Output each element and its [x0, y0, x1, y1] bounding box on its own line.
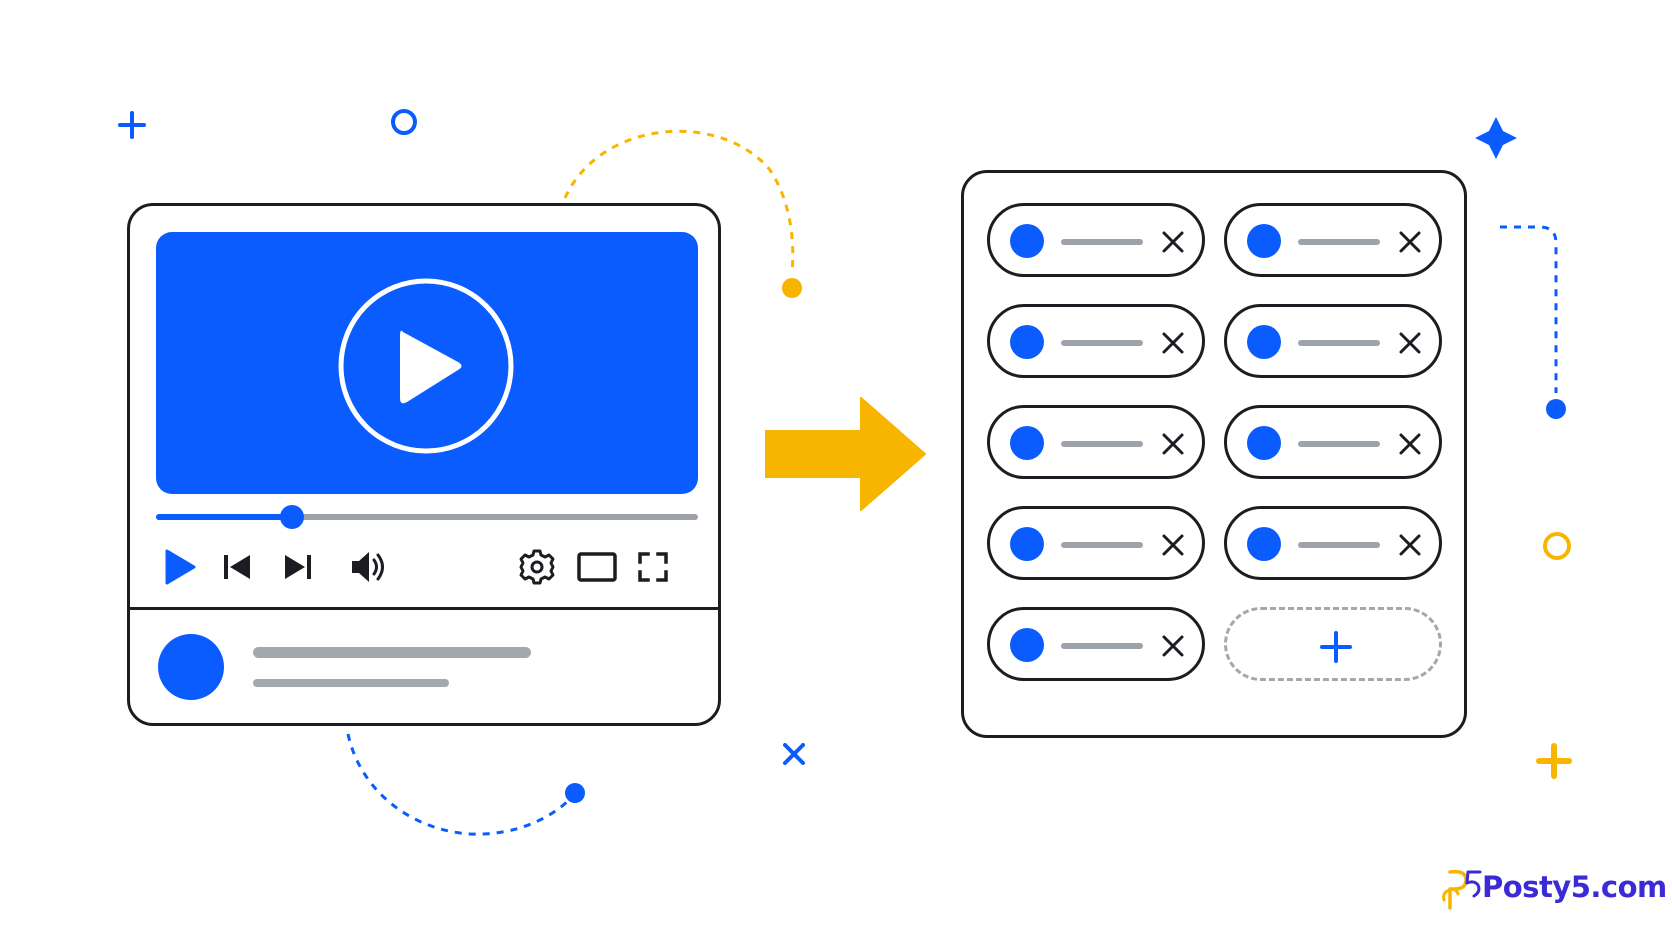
theater-mode-button[interactable]	[574, 544, 620, 590]
next-button[interactable]	[275, 544, 321, 590]
queue-item-title-placeholder	[1061, 239, 1143, 245]
plus-decoration-icon	[118, 111, 146, 139]
play-icon	[165, 549, 196, 585]
dashed-arc-decoration	[346, 733, 574, 836]
ring-decoration-icon	[391, 109, 417, 135]
volume-button[interactable]	[346, 544, 392, 590]
yellow-dot-decoration	[782, 278, 802, 298]
theater-icon	[577, 552, 617, 582]
brand-logo-text[interactable]: Posty5.com	[1482, 870, 1667, 904]
queue-item-thumbnail	[1010, 426, 1044, 460]
volume-icon	[352, 552, 384, 582]
close-icon	[1162, 534, 1184, 556]
queue-item-title-placeholder	[1298, 340, 1380, 346]
fullscreen-icon	[638, 552, 668, 582]
queue-item-title-placeholder	[1298, 542, 1380, 548]
seek-bar[interactable]	[156, 505, 698, 529]
play-button[interactable]	[154, 544, 200, 590]
queue-item[interactable]	[1224, 203, 1442, 277]
settings-button[interactable]	[514, 544, 560, 590]
fullscreen-button[interactable]	[630, 544, 676, 590]
queue-item-title-placeholder	[1298, 441, 1380, 447]
queue-item[interactable]	[987, 405, 1205, 479]
queue-item-thumbnail	[1247, 426, 1281, 460]
video-screen[interactable]	[156, 232, 698, 494]
gear-icon	[519, 549, 555, 585]
previous-button[interactable]	[214, 544, 260, 590]
queue-item-title-placeholder	[1061, 340, 1143, 346]
skip-next-icon	[285, 555, 311, 579]
blue-dot-decoration	[1546, 399, 1566, 419]
queue-item-title-placeholder	[1298, 239, 1380, 245]
close-icon	[1399, 231, 1421, 253]
queue-item[interactable]	[987, 304, 1205, 378]
queue-item[interactable]	[1224, 304, 1442, 378]
remove-item-button[interactable]	[1393, 427, 1427, 461]
remove-item-button[interactable]	[1156, 528, 1190, 562]
skip-previous-icon	[224, 555, 250, 579]
close-icon	[1399, 332, 1421, 354]
video-subtitle-placeholder	[253, 679, 449, 687]
plus-icon	[1320, 631, 1352, 663]
queue-item-title-placeholder	[1061, 441, 1143, 447]
video-title-placeholder	[253, 647, 531, 658]
cross-decoration-icon	[783, 743, 805, 765]
queue-item[interactable]	[987, 607, 1205, 681]
queue-item-thumbnail	[1010, 527, 1044, 561]
arrow-right-icon	[764, 397, 926, 511]
queue-panel	[961, 170, 1467, 738]
ring-decoration-icon	[1543, 532, 1571, 560]
remove-item-button[interactable]	[1156, 629, 1190, 663]
video-player-card	[127, 203, 721, 726]
seek-bar-progress	[156, 514, 292, 520]
queue-item[interactable]	[1224, 506, 1442, 580]
sparkle-icon	[1475, 117, 1517, 159]
queue-item-title-placeholder	[1061, 542, 1143, 548]
queue-item-title-placeholder	[1061, 643, 1143, 649]
blue-dot-decoration	[565, 783, 585, 803]
queue-item[interactable]	[987, 203, 1205, 277]
remove-item-button[interactable]	[1156, 225, 1190, 259]
remove-item-button[interactable]	[1156, 326, 1190, 360]
remove-item-button[interactable]	[1393, 326, 1427, 360]
close-icon	[1162, 635, 1184, 657]
queue-item-thumbnail	[1010, 628, 1044, 662]
remove-item-button[interactable]	[1156, 427, 1190, 461]
queue-item[interactable]	[987, 506, 1205, 580]
close-icon	[1162, 332, 1184, 354]
add-item-button[interactable]	[1224, 607, 1442, 681]
queue-item[interactable]	[1224, 405, 1442, 479]
queue-item-thumbnail	[1010, 325, 1044, 359]
player-divider	[130, 607, 718, 610]
queue-item-thumbnail	[1247, 325, 1281, 359]
close-icon	[1399, 534, 1421, 556]
play-circle-icon[interactable]	[156, 232, 698, 494]
queue-item-thumbnail	[1247, 527, 1281, 561]
queue-item-thumbnail	[1247, 224, 1281, 258]
close-icon	[1162, 231, 1184, 253]
seek-bar-handle[interactable]	[280, 505, 304, 529]
posty5-logo-icon	[1442, 869, 1482, 910]
queue-item-thumbnail	[1010, 224, 1044, 258]
plus-decoration-icon	[1536, 743, 1572, 779]
transition-arrow	[764, 396, 935, 520]
close-icon	[1399, 433, 1421, 455]
dashed-arc-decoration	[563, 129, 795, 273]
dashed-connector-decoration	[1500, 225, 1558, 393]
avatar[interactable]	[158, 634, 224, 700]
brand-logo[interactable]	[1436, 866, 1484, 912]
remove-item-button[interactable]	[1393, 225, 1427, 259]
remove-item-button[interactable]	[1393, 528, 1427, 562]
close-icon	[1162, 433, 1184, 455]
